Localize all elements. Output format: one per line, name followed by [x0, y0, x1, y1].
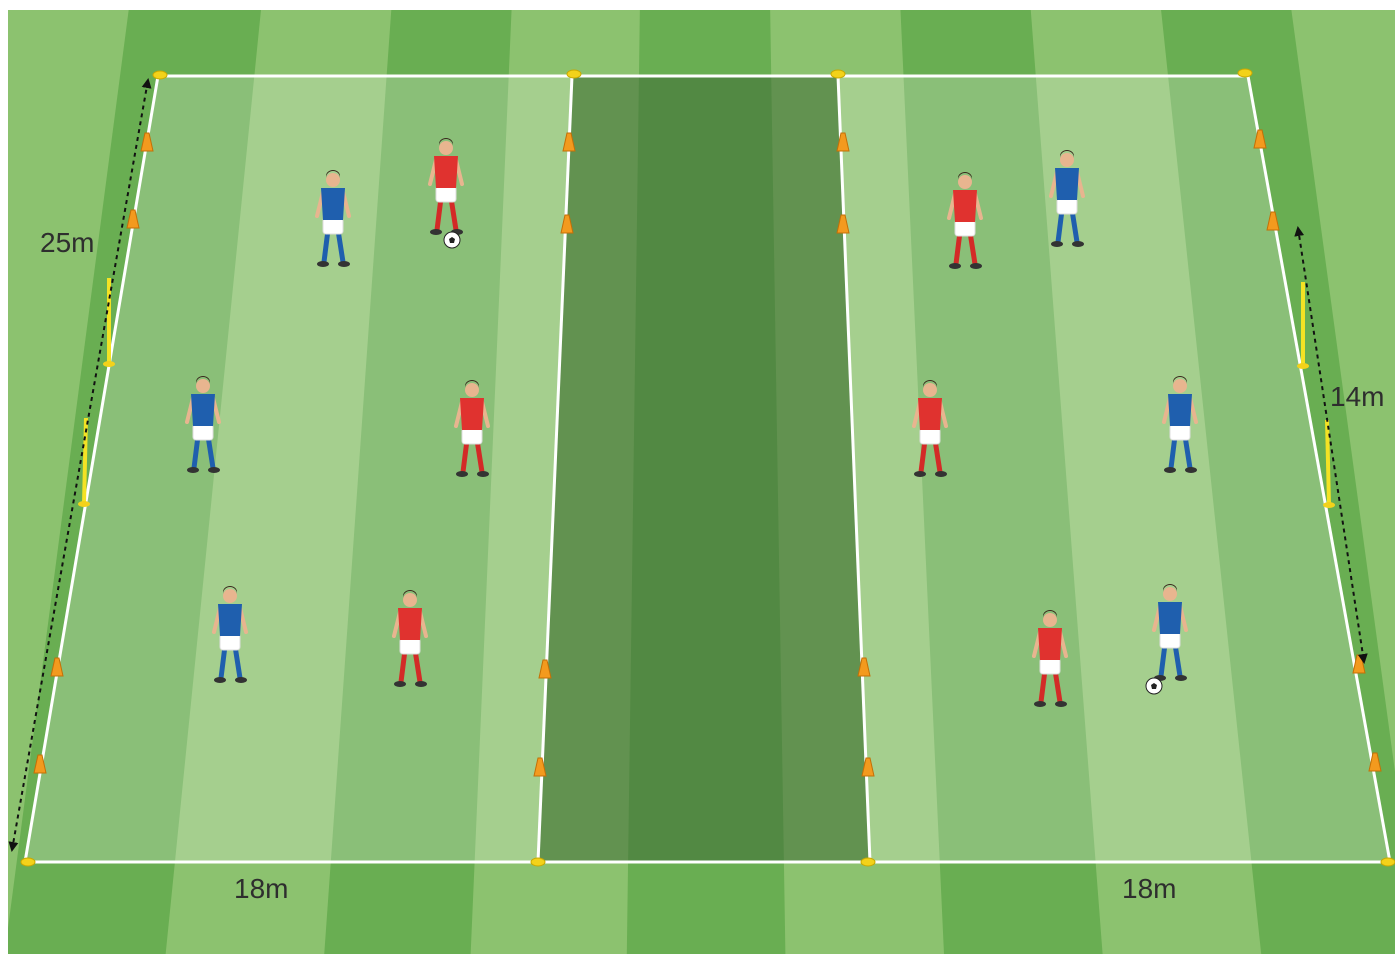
goal-pole — [1327, 420, 1329, 505]
disc-marker — [1381, 858, 1395, 866]
disc-marker — [153, 71, 167, 79]
ball — [444, 232, 460, 248]
goal-pole-base — [1297, 363, 1309, 369]
disc-marker — [567, 70, 581, 78]
goal-width-label: 14m — [1330, 381, 1384, 412]
goal-pole-base — [1323, 502, 1335, 508]
disc-marker — [831, 70, 845, 78]
disc-marker — [531, 858, 545, 866]
ball — [1146, 678, 1162, 694]
height-label: 25m — [40, 227, 94, 258]
goal-pole-base — [78, 501, 90, 507]
left-zone-width-label: 18m — [234, 873, 288, 904]
disc-marker — [21, 858, 35, 866]
disc-marker — [1238, 69, 1252, 77]
right-zone-width-label: 18m — [1122, 873, 1176, 904]
neutral-zone — [538, 76, 870, 862]
disc-marker — [861, 858, 875, 866]
goal-pole-base — [103, 361, 115, 367]
